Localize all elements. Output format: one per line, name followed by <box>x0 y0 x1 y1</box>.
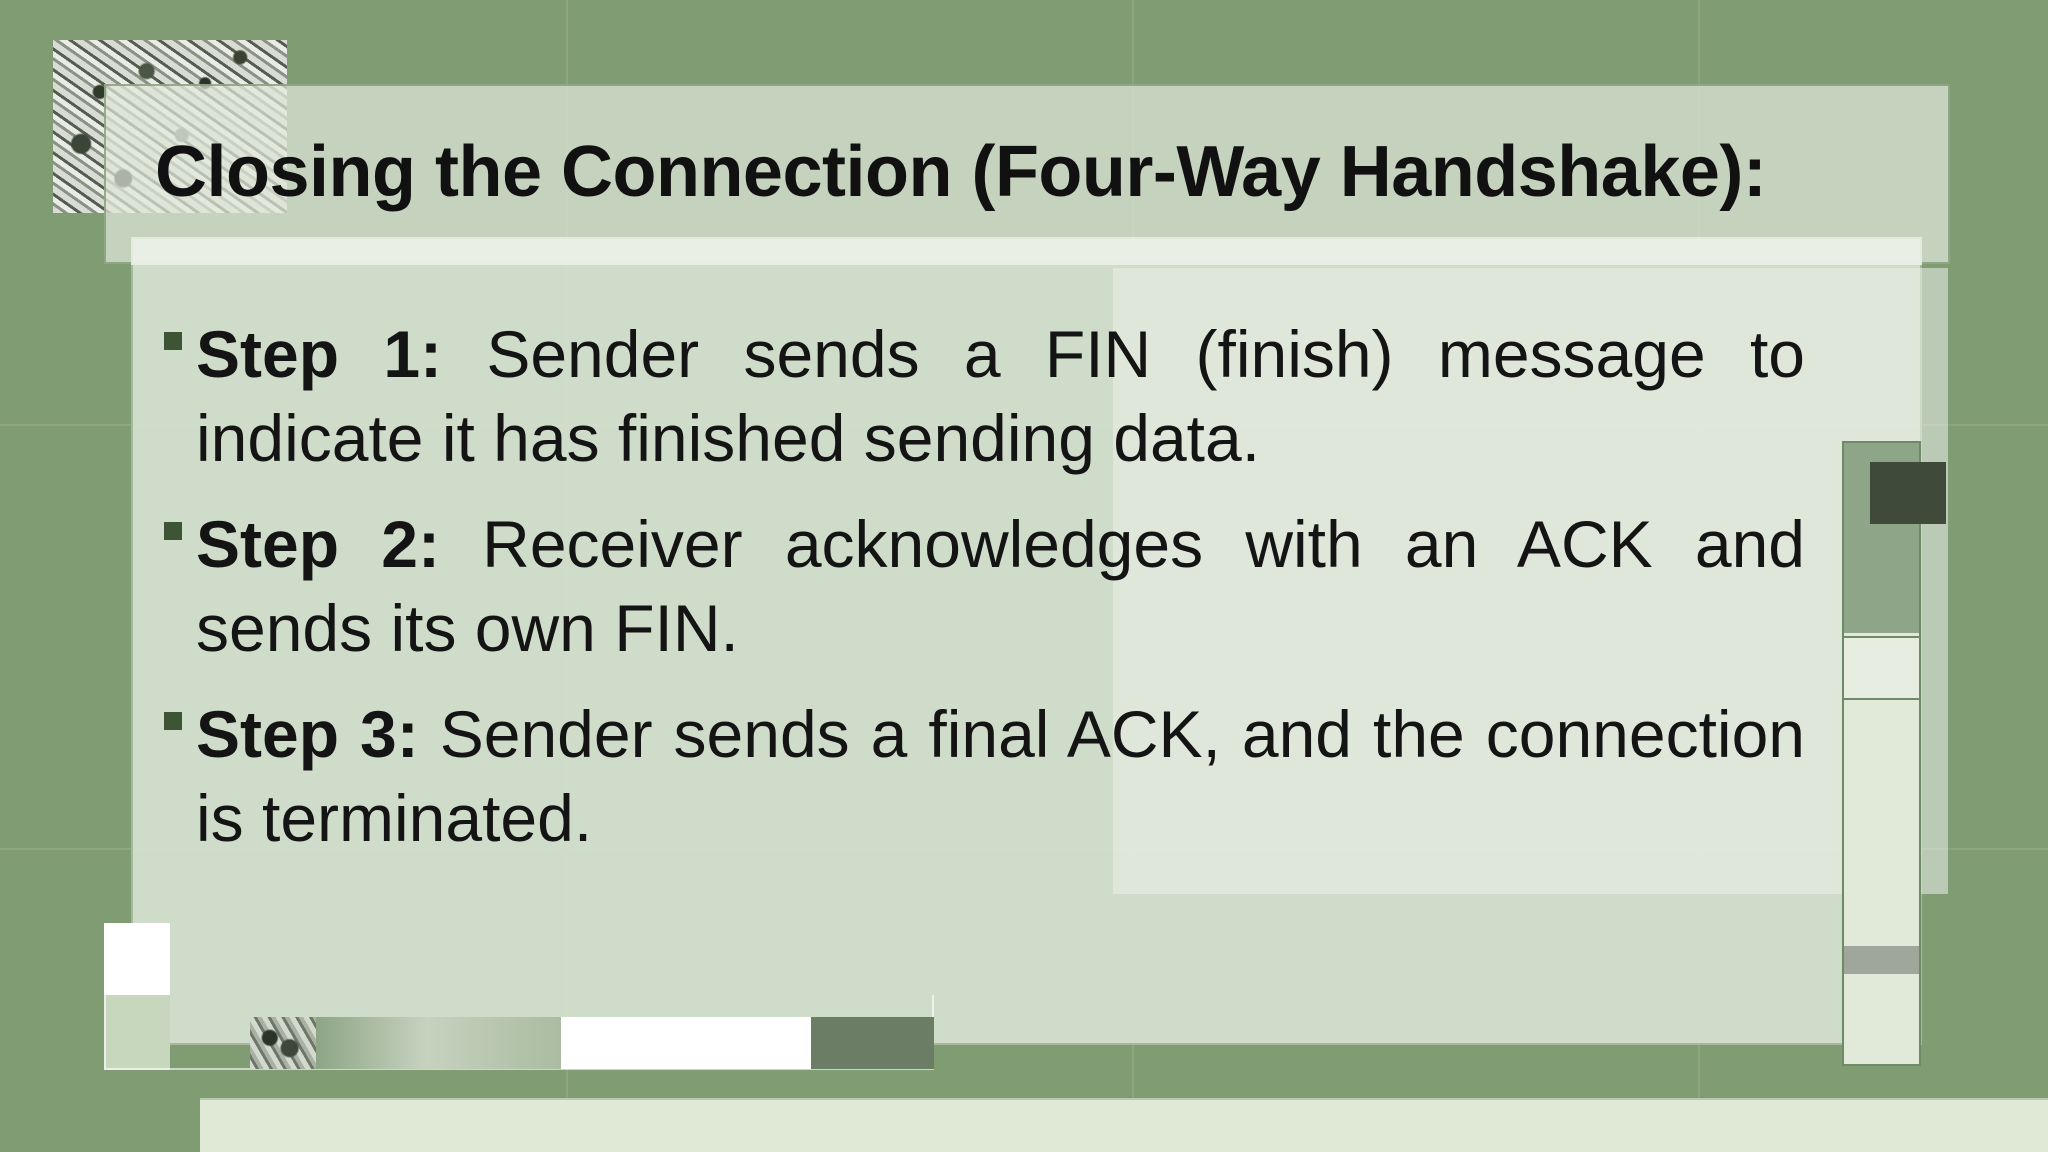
leaf-strip-decoration <box>250 1017 316 1069</box>
bottom-band <box>200 1098 2048 1152</box>
strip-decoration <box>316 1017 561 1069</box>
bullet-list: Step 1: Sender sends a FIN (finish) mess… <box>160 312 1805 882</box>
step-text: Receiver acknowledges with an ACK and se… <box>196 507 1805 665</box>
strip-decoration <box>561 1017 811 1069</box>
bullet-item: Step 2: Receiver acknowledges with an AC… <box>160 502 1805 670</box>
corner-decoration-block <box>104 995 170 1070</box>
step-label: Step 3: <box>196 697 440 771</box>
step-label: Step 2: <box>196 507 483 581</box>
corner-decoration-block <box>104 923 170 995</box>
step-text: Sender sends a FIN (finish) message to i… <box>196 317 1805 475</box>
bullet-item: Step 3: Sender sends a final ACK, and th… <box>160 692 1805 860</box>
step-label: Step 1: <box>196 317 487 391</box>
step-text: Sender sends a final ACK, and the connec… <box>196 697 1805 855</box>
content-panel-top-strip <box>131 237 1922 265</box>
bullet-item: Step 1: Sender sends a FIN (finish) mess… <box>160 312 1805 480</box>
content-panel-highlight <box>1113 268 1948 894</box>
side-decoration-block <box>1844 946 1919 974</box>
title-band <box>104 84 1950 264</box>
square-bullet-icon <box>164 332 182 350</box>
side-decoration-block <box>1844 636 1919 700</box>
square-bullet-icon <box>164 522 182 540</box>
square-bullet-icon <box>164 712 182 730</box>
side-decoration-dark-square <box>1870 462 1946 524</box>
slide-title: Closing the Connection (Four-Way Handsha… <box>155 132 1767 212</box>
strip-decoration <box>811 1017 934 1069</box>
